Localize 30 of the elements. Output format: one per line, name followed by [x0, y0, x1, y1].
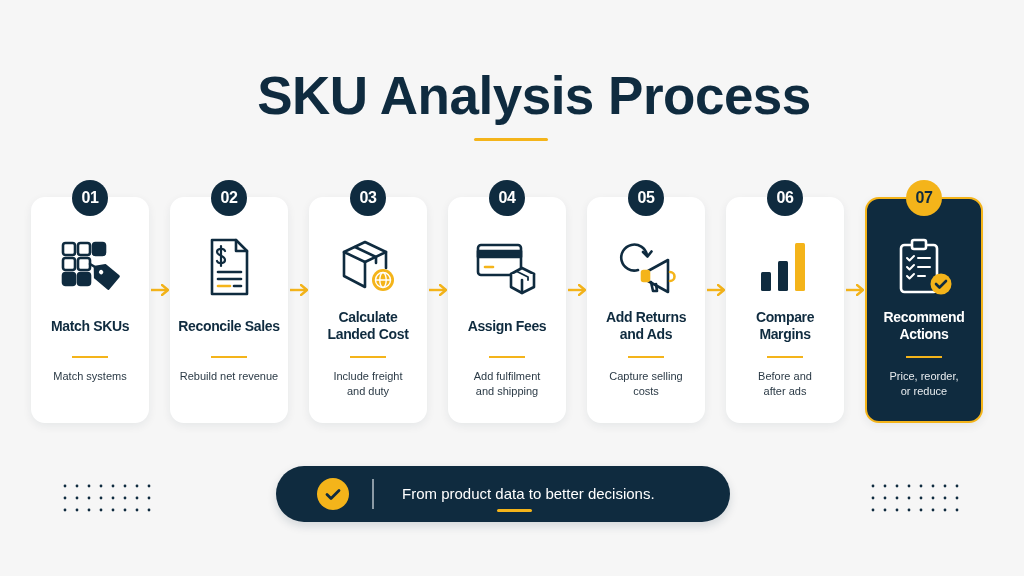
- arrow: [290, 283, 309, 297]
- step-description: Rebuild net revenue: [179, 369, 279, 384]
- arrow: [846, 283, 865, 297]
- step-title: Match SKUs: [50, 317, 130, 335]
- step-title: Recommend Actions: [882, 309, 966, 343]
- arrow: [429, 283, 448, 297]
- summary-banner: [276, 466, 730, 522]
- step-number-badge: 06: [767, 180, 803, 216]
- step-title: Assign Fees: [467, 317, 547, 335]
- step-title: Add Returns and Ads: [604, 309, 688, 343]
- step-number-badge: 07: [906, 180, 942, 216]
- step-description: Capture selling costs: [608, 369, 684, 399]
- step-description: Add fulfilment and shipping: [472, 369, 542, 399]
- step-description: Before and after ads: [757, 369, 813, 399]
- step-description: Price, reorder, or reduce: [888, 369, 960, 399]
- arrow: [568, 283, 587, 297]
- step-number-badge: 01: [72, 180, 108, 216]
- step-title: Calculate Landed Cost: [326, 309, 410, 343]
- banner-text: From product data to better decisions.: [402, 484, 655, 503]
- step-title: Compare Margins: [754, 309, 816, 343]
- step-number-badge: 04: [489, 180, 525, 216]
- step-number-badge: 05: [628, 180, 664, 216]
- step-number-badge: 02: [211, 180, 247, 216]
- arrow: [707, 283, 726, 297]
- step-description: Include freight and duty: [332, 369, 404, 399]
- step-number-badge: 03: [350, 180, 386, 216]
- step-title: Reconcile Sales: [178, 317, 280, 335]
- step-description: Match systems: [53, 369, 127, 384]
- page-title: SKU Analysis Process: [257, 66, 811, 126]
- arrow: [151, 283, 170, 297]
